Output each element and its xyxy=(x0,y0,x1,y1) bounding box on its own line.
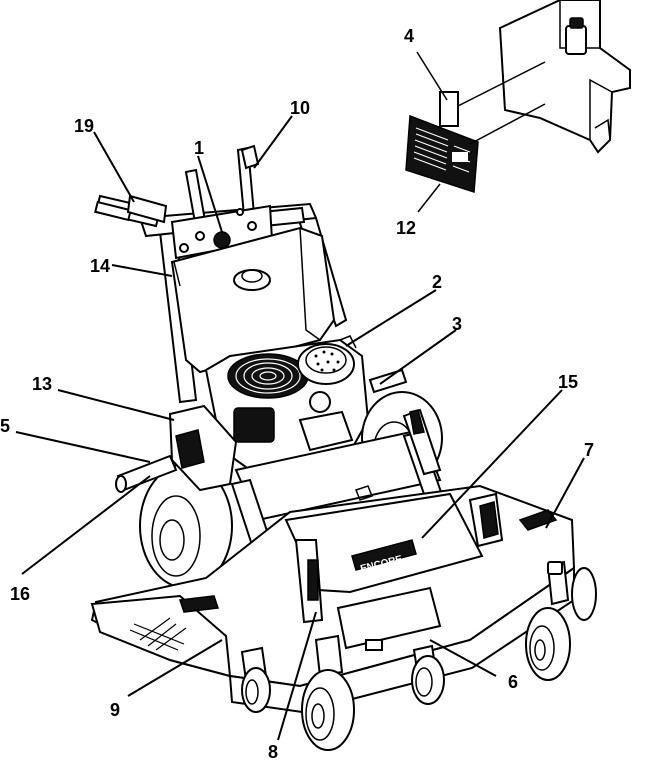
callout-labels: 4 12 19 1 10 14 2 3 13 5 15 7 16 6 9 8 xyxy=(0,26,594,762)
callout-16: 16 xyxy=(10,584,30,604)
callout-1: 1 xyxy=(194,138,204,158)
callout-2: 2 xyxy=(432,272,442,292)
discharge-chute-decal xyxy=(129,617,187,651)
fuel-tank xyxy=(170,226,336,374)
callout-19: 19 xyxy=(74,116,94,136)
callout-5: 5 xyxy=(0,416,10,436)
leader-lines xyxy=(15,115,585,741)
decal-inset xyxy=(405,0,631,213)
callout-12: 12 xyxy=(396,218,416,238)
callout-4: 4 xyxy=(404,26,414,46)
warning-decal xyxy=(405,114,479,194)
callout-6: 6 xyxy=(508,672,518,692)
callout-14: 14 xyxy=(90,256,110,276)
callout-8: 8 xyxy=(268,742,278,762)
callout-15: 15 xyxy=(558,372,578,392)
callout-3: 3 xyxy=(452,314,462,334)
engine xyxy=(204,335,370,472)
callout-7: 7 xyxy=(584,440,594,460)
callout-9: 9 xyxy=(110,700,120,720)
small-decal xyxy=(439,91,459,127)
callout-13: 13 xyxy=(32,374,52,394)
caster-wheels xyxy=(240,560,597,751)
callout-10: 10 xyxy=(290,98,310,118)
